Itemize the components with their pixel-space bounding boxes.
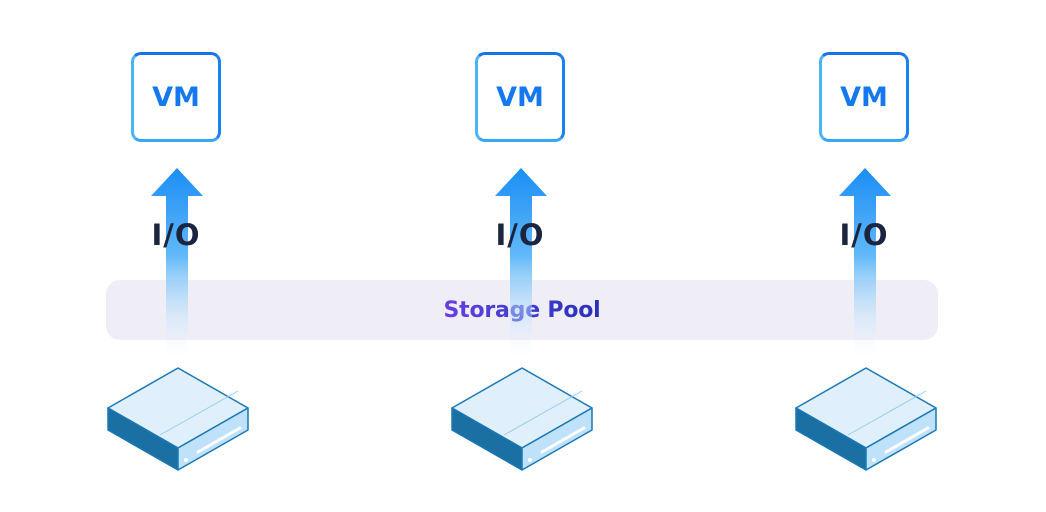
server-icon [107, 367, 249, 471]
io-arrow-icon [151, 168, 203, 363]
vm-label: VM [496, 81, 544, 113]
vm-label: VM [152, 81, 200, 113]
vm-box: VM [131, 52, 221, 142]
io-arrow-icon [839, 168, 891, 363]
vm-label: VM [840, 81, 888, 113]
io-arrow-icon [495, 168, 547, 363]
io-label: I/O [151, 218, 201, 252]
vm-column-3: VM I/O [788, 0, 948, 512]
vm-box: VM [475, 52, 565, 142]
io-label: I/O [839, 218, 889, 252]
vm-box: VM [819, 52, 909, 142]
vm-column-2: VM I/O [444, 0, 604, 512]
vm-column-1: VM I/O [100, 0, 260, 512]
io-label: I/O [495, 218, 545, 252]
server-icon [795, 367, 937, 471]
server-icon [451, 367, 593, 471]
